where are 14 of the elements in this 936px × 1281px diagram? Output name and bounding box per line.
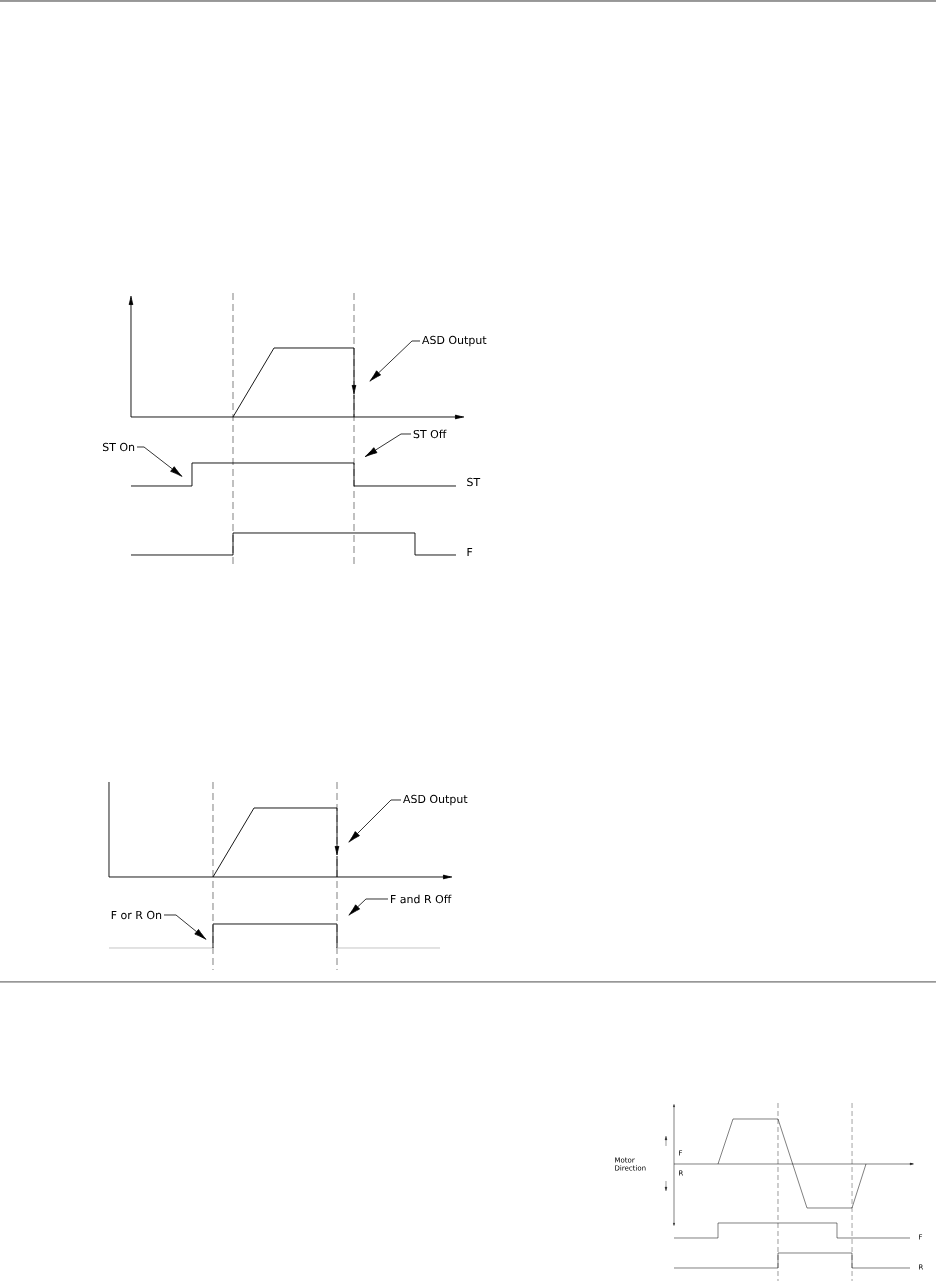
- leader-line: [348, 799, 402, 843]
- signal-label: ST: [467, 477, 481, 487]
- leader-line: [136, 446, 183, 477]
- leader-text: ST Off: [413, 429, 447, 439]
- leader-text: ASD Output: [422, 335, 487, 347]
- leader-line: [348, 898, 389, 916]
- signal-label: F: [467, 548, 473, 556]
- leader-line: [369, 340, 421, 382]
- leader-text: ASD Output: [403, 794, 468, 806]
- leader-line: [163, 914, 207, 940]
- leader-line: [364, 433, 412, 457]
- leader-text: ST On: [102, 442, 135, 452]
- leader-text: F or R On: [111, 910, 162, 920]
- leader-text: F and R Off: [391, 894, 452, 904]
